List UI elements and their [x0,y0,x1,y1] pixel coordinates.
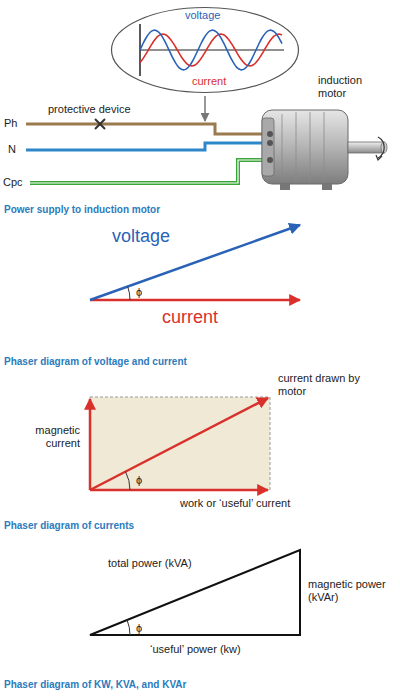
power-label: total power (kVA) [108,557,192,570]
pointer-arrow [204,96,206,121]
cpc-wire-core [30,160,270,183]
phasor-label: magnetic current [18,424,80,449]
conductor-label: N [8,143,16,156]
phasor-label: current [162,307,218,328]
waveform-label: current [192,75,226,88]
figure-caption: Phaser diagram of voltage and current [4,356,187,368]
conductor-label: Cpc [3,176,23,189]
waveform-oval: voltage current [110,6,300,94]
figure-caption: Phaser diagram of KW, KVA, and KVAr [4,679,186,691]
phasor-label: voltage [112,226,170,247]
phase-wire [26,124,270,134]
cpc-wire [30,160,270,183]
figure-caption: Phaser diagram of currents [4,520,134,532]
power-triangle [90,550,300,635]
neutral-wire [26,143,270,150]
phasor-label: current drawn by motor [278,372,360,397]
angle-symbol: ϕ [136,287,142,298]
device-label: protective device [48,103,131,116]
phasor-label: work or ‘useful’ current [180,497,290,510]
voltage-current-phasor [90,225,300,300]
angle-symbol: ϕ [136,623,142,634]
figure-caption: Power supply to induction motor [4,204,160,216]
waveform-label: voltage [185,9,220,22]
power-label: magnetic power (kVAr) [308,578,394,603]
protective-device-symbol [95,119,105,129]
conductor-label: Ph [4,117,17,130]
currents-phasor [90,397,270,490]
motor-label: induction motor [318,74,380,99]
induction-motor-drawing [262,110,387,190]
power-label: ‘useful’ power (kw) [150,643,241,656]
angle-symbol: ϕ [136,475,142,486]
